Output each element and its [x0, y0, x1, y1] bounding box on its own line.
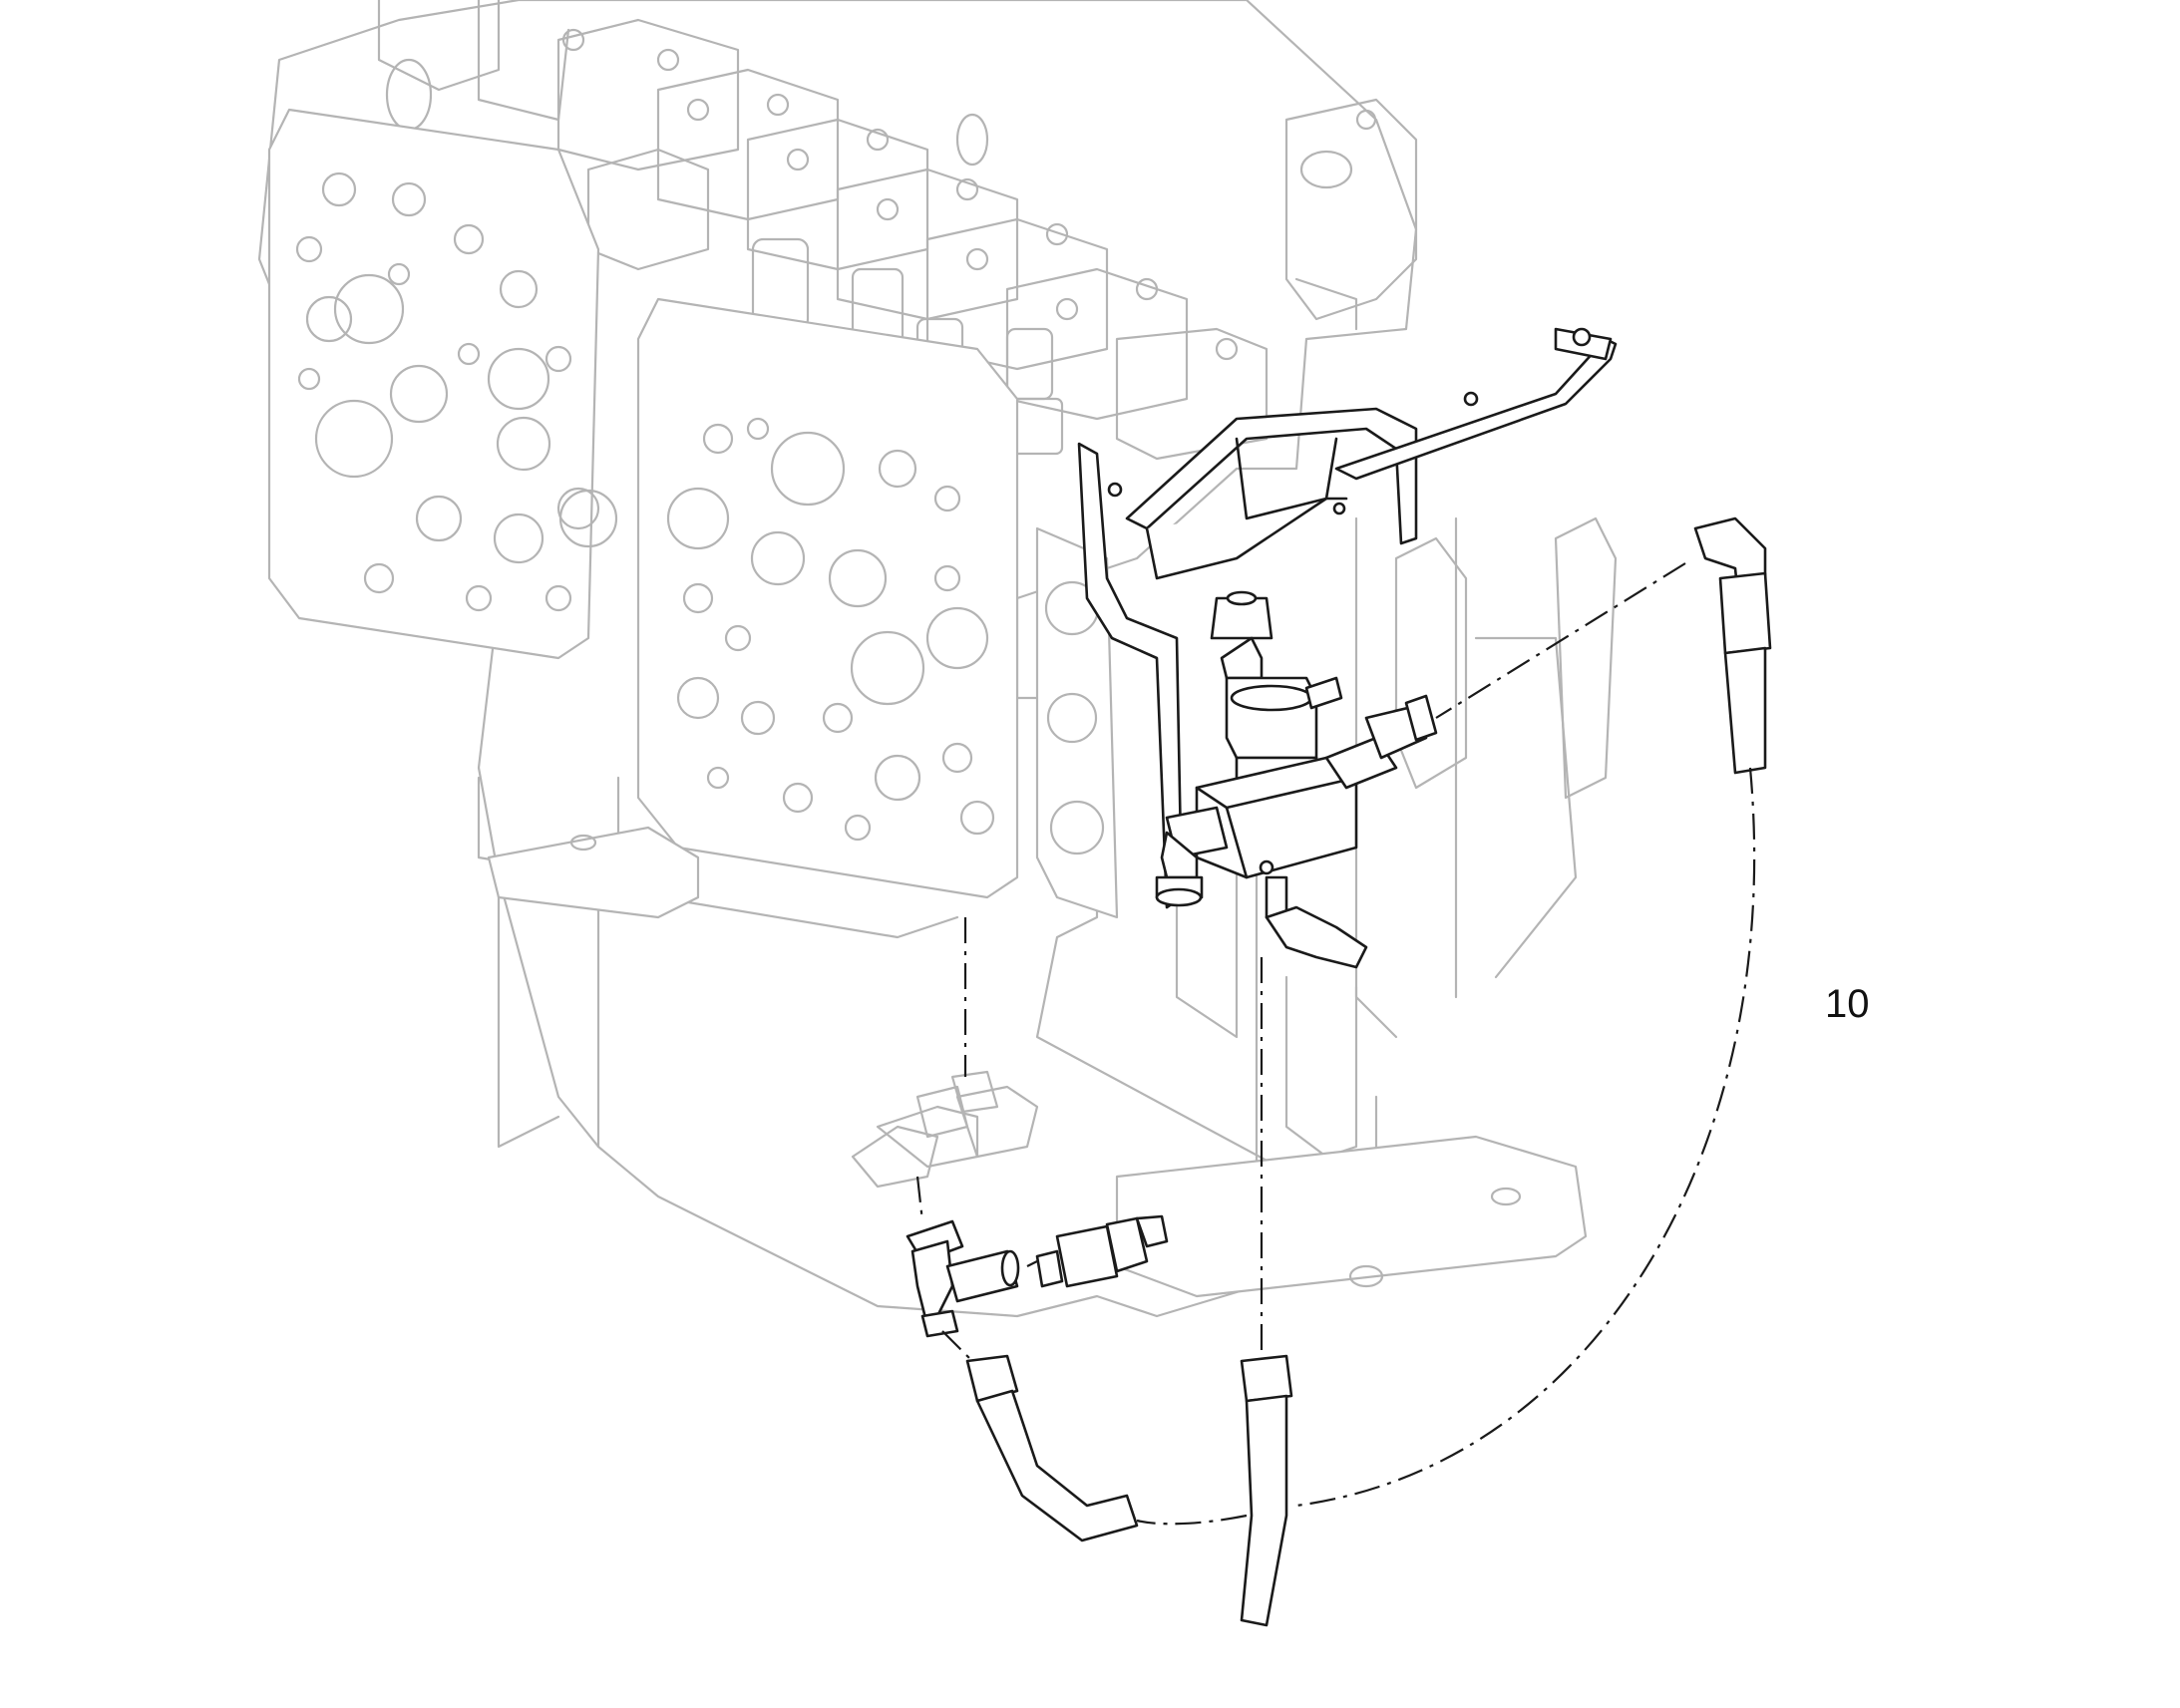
solenoid-valve-block	[1155, 590, 1438, 969]
elbow-adapter	[906, 1219, 1020, 1338]
leader-lines	[915, 562, 1756, 1526]
pressure-switch	[1035, 1214, 1169, 1288]
control-valve-block-ghosted	[257, 0, 1618, 1318]
hose-left-bottom	[965, 1354, 1139, 1542]
mounting-bracket	[1077, 327, 1618, 909]
tee-fitting	[851, 1070, 1039, 1189]
hose-right	[1693, 516, 1772, 775]
hose-middle-bottom	[1240, 1354, 1293, 1627]
page-number: 10	[1825, 982, 1870, 1026]
